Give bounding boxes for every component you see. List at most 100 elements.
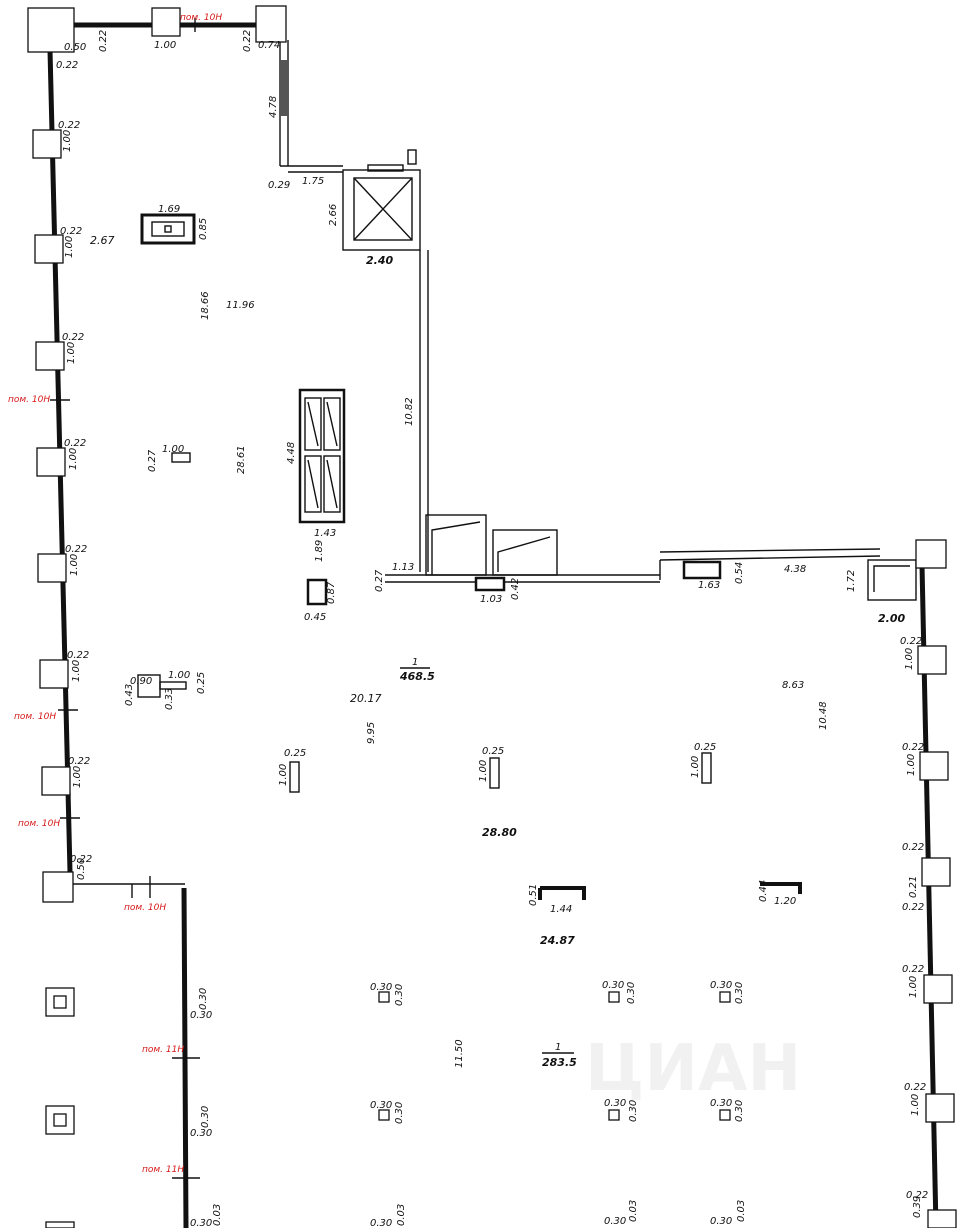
dimension-label: 1.00 bbox=[71, 660, 82, 682]
dimension-label: 0.30 bbox=[394, 1102, 405, 1124]
dimension-label: 1.44 bbox=[550, 904, 572, 915]
dimension-label: 0.30 bbox=[710, 980, 732, 991]
dimension-label: 0.03 bbox=[736, 1200, 747, 1222]
dimension-label: 28.61 bbox=[236, 445, 247, 474]
room-labels: пом. 10Н пом. 10Н пом. 10Н пом. 10Н пом.… bbox=[8, 13, 222, 1175]
dimension-label: 0.21 bbox=[908, 876, 919, 898]
dimension-label: 0.30 bbox=[370, 1218, 392, 1228]
dimension-label: 1.20 bbox=[774, 896, 796, 907]
dimension-label: 0.25 bbox=[482, 746, 504, 757]
dimension-label: 0.30 bbox=[628, 1100, 639, 1122]
dimension-label: 0.22 bbox=[902, 964, 924, 975]
dimension-label: 0.51 bbox=[528, 884, 539, 906]
dimension-label: 0.30 bbox=[710, 1216, 732, 1227]
dimension-label: 8.63 bbox=[782, 680, 804, 691]
dimension-label: 0.22 bbox=[906, 1190, 928, 1201]
column bbox=[35, 341, 65, 371]
fixture bbox=[140, 213, 196, 245]
column bbox=[919, 751, 949, 781]
dimension-label: 0.42 bbox=[510, 578, 521, 600]
dimension-label: 0.30 bbox=[602, 980, 624, 991]
dimension-label: 0.30 bbox=[190, 1218, 212, 1228]
column bbox=[917, 645, 947, 675]
dimension-label: 1.89 bbox=[314, 540, 325, 562]
dimension-label: 0.87 bbox=[326, 581, 337, 604]
column bbox=[255, 5, 287, 43]
dimension-label: 2.00 bbox=[878, 612, 905, 625]
column bbox=[925, 1093, 955, 1123]
dimension-label: 0.22 bbox=[904, 1082, 926, 1093]
column bbox=[151, 7, 181, 37]
area-index: 1 bbox=[555, 1042, 561, 1053]
dimension-label: 10.82 bbox=[404, 397, 415, 426]
dimension-label: 0.50 bbox=[64, 42, 86, 53]
dimension-label: 9.95 bbox=[366, 722, 377, 744]
room-label: пом. 10Н bbox=[8, 395, 50, 405]
dimension-label: 1.00 bbox=[64, 236, 75, 258]
room-label: пом. 10Н bbox=[124, 903, 166, 913]
dimension-label: 24.87 bbox=[540, 934, 575, 947]
dimension-label: 0.22 bbox=[70, 854, 92, 865]
dimension-label: 0.25 bbox=[694, 742, 716, 753]
dimension-label: 0.22 bbox=[64, 438, 86, 449]
room-label: пом. 10Н bbox=[180, 13, 222, 23]
dimensions: 0.50 0.22 0.22 1.00 0.22 0.74 4.78 0.29 … bbox=[56, 30, 928, 1228]
dimension-label: 0.03 bbox=[628, 1200, 639, 1222]
dimension-label: 0.30 bbox=[370, 1100, 392, 1111]
dimension-label: 0.22 bbox=[902, 842, 924, 853]
dimension-label: 0.22 bbox=[60, 226, 82, 237]
room-label: пом. 11Н bbox=[142, 1165, 184, 1175]
dimension-label: 0.33 bbox=[164, 688, 175, 710]
column-free bbox=[45, 987, 75, 1017]
column bbox=[923, 974, 953, 1004]
dimension-label: 0.30 bbox=[394, 984, 405, 1006]
dimension-label: 0.25 bbox=[284, 748, 306, 759]
dimension-label: 0.22 bbox=[65, 544, 87, 555]
dimension-label: 0.44 bbox=[758, 880, 769, 902]
dimension-label: 18.66 bbox=[200, 291, 211, 320]
dimension-label: 1.00 bbox=[68, 448, 79, 470]
dimension-label: 1.00 bbox=[278, 764, 289, 786]
dimension-label: 0.43 bbox=[124, 684, 135, 706]
dimension-label: 0.90 bbox=[130, 676, 152, 687]
dimension-label: 0.22 bbox=[902, 742, 924, 753]
column bbox=[37, 553, 67, 583]
dimension-label: 1.00 bbox=[910, 1094, 921, 1116]
dimension-label: 1.00 bbox=[908, 976, 919, 998]
dimension-label: 0.22 bbox=[62, 332, 84, 343]
area-value: 283.5 bbox=[542, 1056, 577, 1069]
dimension-label: 1.00 bbox=[690, 756, 701, 778]
dimension-label: 0.39 bbox=[912, 1196, 923, 1218]
dimension-label: 1.00 bbox=[154, 40, 176, 51]
dimension-label: 0.27 bbox=[147, 449, 158, 472]
dimension-label: 1.00 bbox=[904, 648, 915, 670]
dimension-label: 0.30 bbox=[626, 982, 637, 1004]
closet-3 bbox=[867, 559, 917, 601]
dimension-label: 1.00 bbox=[168, 670, 190, 681]
dimension-label: 0.30 bbox=[734, 982, 745, 1004]
column bbox=[41, 766, 71, 796]
dimension-label: 2.66 bbox=[328, 204, 339, 226]
dimension-label: 0.30 bbox=[604, 1216, 626, 1227]
dimension-label: 0.30 bbox=[604, 1098, 626, 1109]
dimension-label: 0.30 bbox=[734, 1100, 745, 1122]
dimension-label: 0.03 bbox=[212, 1204, 223, 1226]
dimension-label: 1.43 bbox=[314, 528, 336, 539]
dimension-label: 0.30 bbox=[710, 1098, 732, 1109]
dimension-label: 0.22 bbox=[242, 30, 253, 52]
column bbox=[27, 7, 75, 53]
closet-1 bbox=[425, 514, 487, 576]
dimension-label: 0.22 bbox=[68, 756, 90, 767]
column bbox=[927, 1209, 957, 1228]
dimension-label: 1.03 bbox=[480, 594, 502, 605]
column bbox=[39, 659, 69, 689]
dimension-label: 1.00 bbox=[72, 766, 83, 788]
dimension-label: 0.30 bbox=[190, 1128, 212, 1139]
room-label: пом. 11Н bbox=[142, 1045, 184, 1055]
dimension-label: 0.22 bbox=[98, 30, 109, 52]
dimension-label: 0.50 bbox=[76, 858, 87, 880]
column bbox=[34, 234, 64, 264]
dimension-label: 1.69 bbox=[158, 204, 180, 215]
closet-2 bbox=[492, 529, 558, 576]
